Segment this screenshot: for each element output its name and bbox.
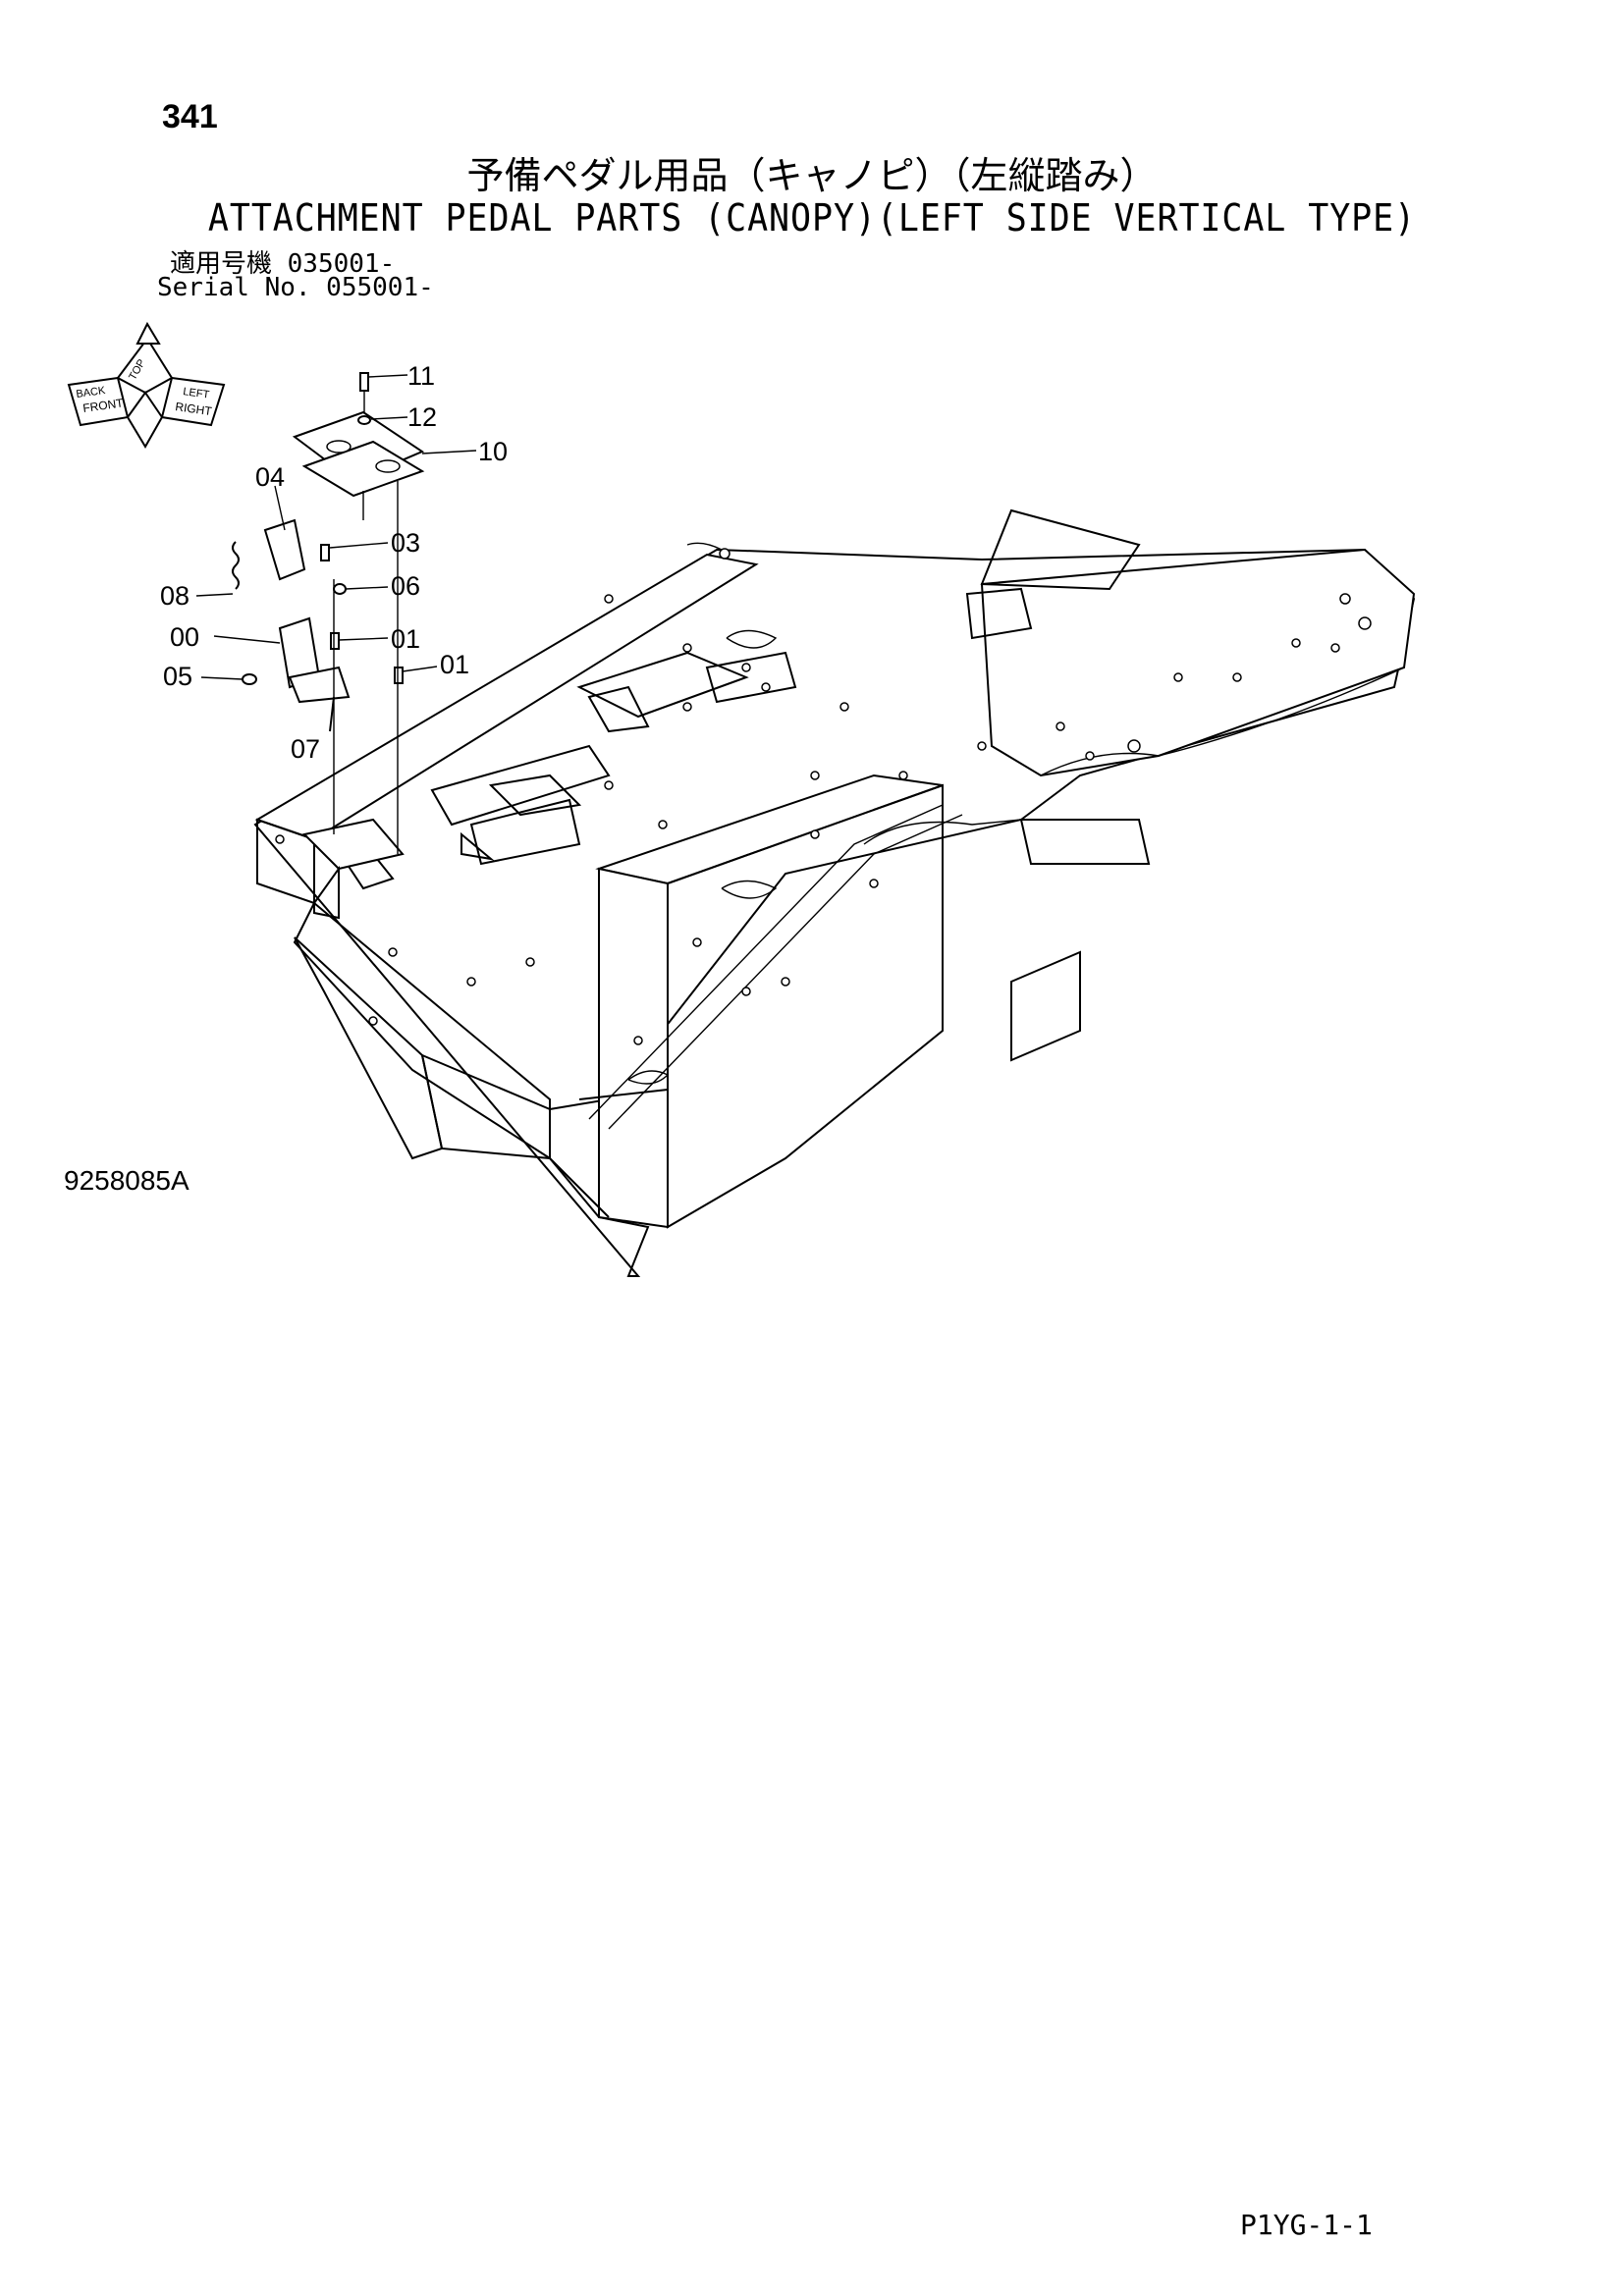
orientation-right-label: RIGHT [175,400,214,418]
callout-label: 01 [440,650,469,679]
title-japanese: 予備ペダル用品（キャノピ）（左縦踏み） [466,154,1158,197]
callout-label: 05 [163,662,192,691]
serial-applicable-japanese: 適用号機 035001- [170,249,396,279]
pedal-parts-exploded [232,372,425,854]
frame-assembly-drawing [253,508,1416,1277]
callout-label: 11 [407,361,435,391]
orientation-left-label: LEFT [183,386,211,401]
callout-label: 08 [160,581,189,611]
callout-label: 06 [391,571,420,601]
orientation-front-label: FRONT [81,396,125,415]
callout-label: 07 [291,734,320,764]
serial-number: Serial No. 055001- [157,273,434,302]
drawing-number: 9258085A [64,1165,189,1196]
callout-label: 03 [391,528,420,558]
title-english: ATTACHMENT PEDAL PARTS (CANOPY)(LEFT SID… [207,196,1417,240]
page-number: 341 [162,98,218,135]
callout-label: 04 [255,462,285,492]
callout-label: 10 [478,437,508,466]
page-code: P1YG-1-1 [1240,2209,1373,2241]
callout-label: 00 [170,622,199,652]
callout-labels: 11 12 10 04 03 08 06 00 01 05 01 07 [160,361,508,764]
callout-label: 01 [391,624,420,654]
orientation-cube-icon: FRONT RIGHT TOP BACK LEFT [67,321,226,449]
callout-label: 12 [407,402,437,432]
orientation-back-label: BACK [76,385,107,400]
